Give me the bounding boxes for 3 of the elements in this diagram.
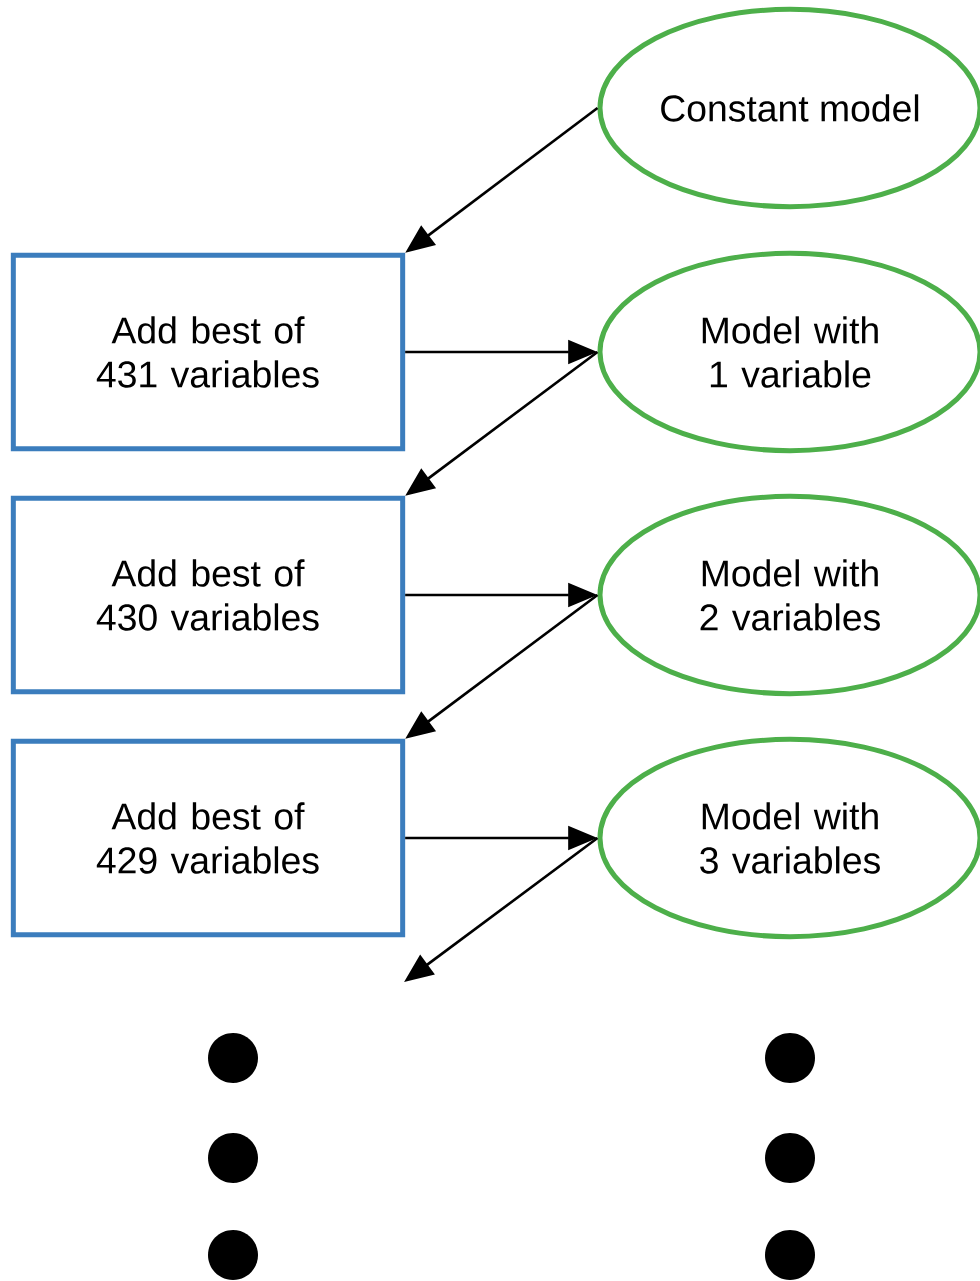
process-box: Add best of 430 variables	[10, 495, 406, 695]
process-box: Add best of 429 variables	[10, 738, 406, 938]
process-box: Add best of 431 variables	[10, 252, 406, 452]
